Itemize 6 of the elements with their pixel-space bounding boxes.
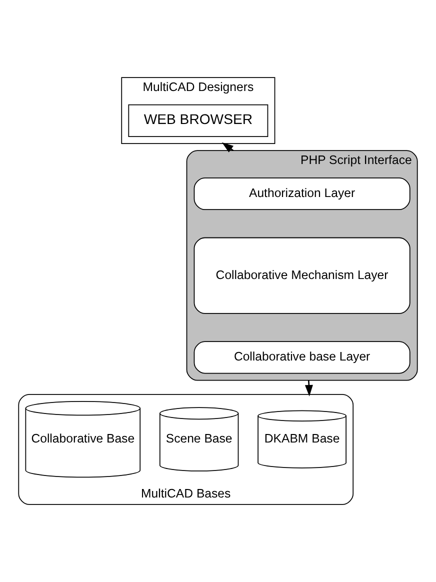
arrow xyxy=(222,142,234,152)
arrow xyxy=(304,380,313,396)
node-box: Authorization Layer xyxy=(194,177,410,210)
node-box: WEB BROWSER xyxy=(128,104,268,137)
node-box: Collaborative base Layer xyxy=(194,341,410,374)
node-box: Collaborative Mechanism Layer xyxy=(194,237,410,314)
